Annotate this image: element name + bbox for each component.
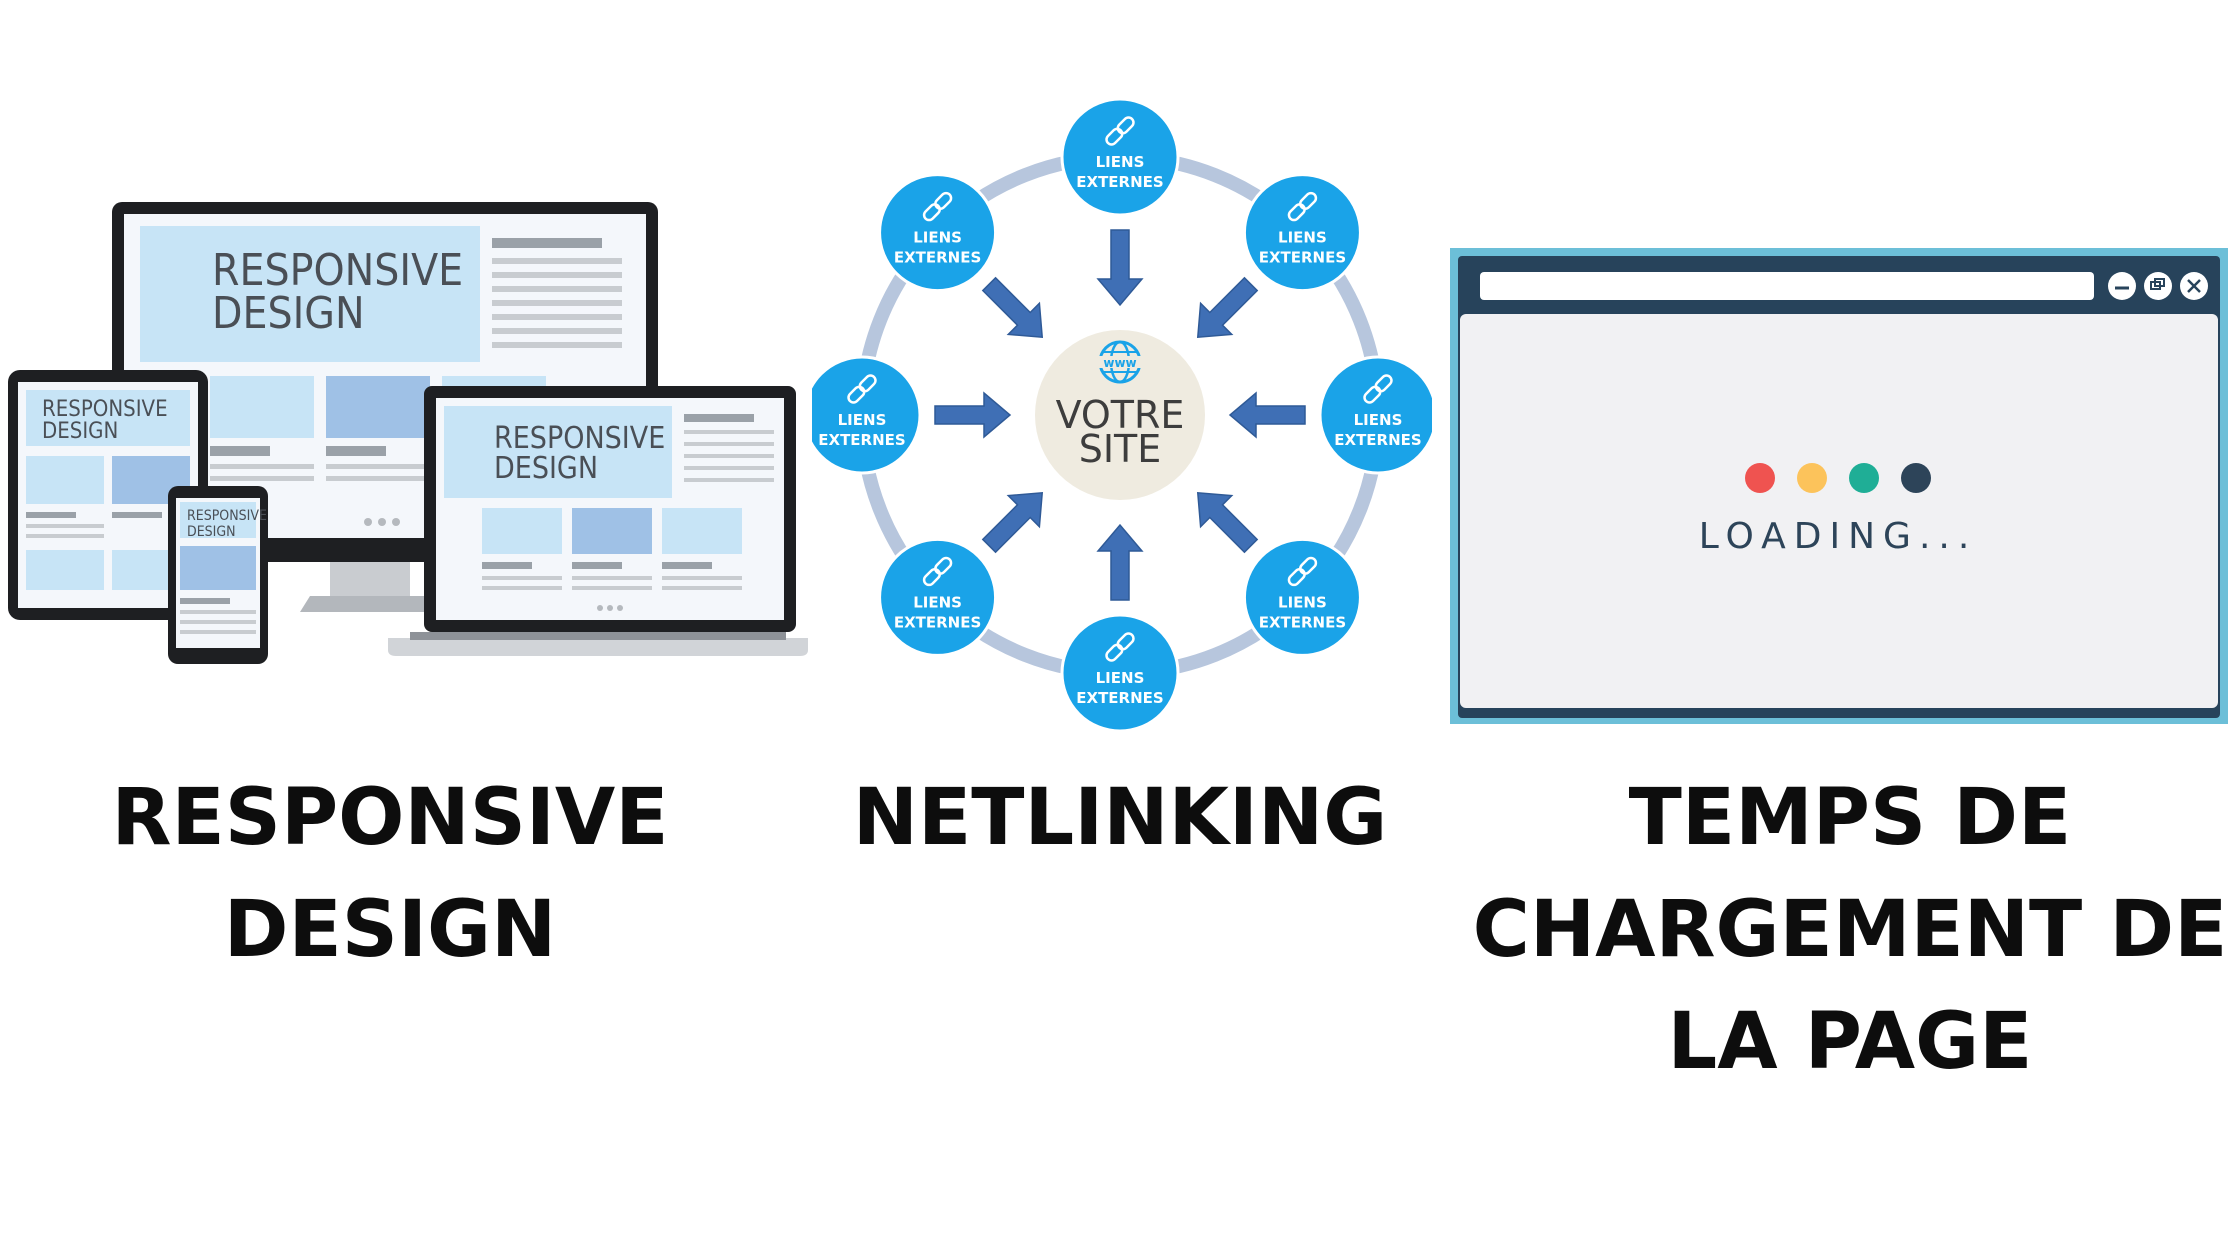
external-link-node: LIENS EXTERNES — [1242, 537, 1362, 657]
chain-link-icon — [1287, 191, 1318, 222]
external-link-node: LIENS EXTERNES — [878, 537, 998, 657]
caption-line: NETLINKING — [852, 773, 1388, 863]
caption-line: TEMPS DE — [1628, 773, 2072, 863]
browser-loading-window: LOADING... — [1450, 248, 2228, 724]
address-bar — [1480, 272, 2094, 300]
node-label-line1: LIENS — [1096, 153, 1145, 171]
loading-dot — [1797, 463, 1827, 493]
chain-link-icon — [1363, 374, 1393, 404]
node-label-line1: LIENS — [913, 229, 962, 247]
external-link-node: LIENS EXTERNES — [1318, 355, 1438, 475]
svg-text:DESIGN: DESIGN — [42, 419, 118, 444]
smartphone-device: RESPONSIVE DESIGN — [168, 486, 268, 664]
node-label-line2: EXTERNES — [1076, 689, 1163, 707]
arrow-to-site — [934, 391, 1012, 439]
responsive-design-illustration: RESPONSIVE DESIGN — [0, 180, 820, 680]
chain-link-icon — [1105, 116, 1135, 146]
chain-link-icon — [922, 556, 953, 587]
external-link-node: LIENS EXTERNES — [1242, 173, 1362, 293]
arrow-to-site — [1196, 491, 1259, 554]
external-link-node: LIENS EXTERNES — [1060, 97, 1180, 217]
node-label-line2: EXTERNES — [818, 431, 905, 449]
node-label-line2: EXTERNES — [1334, 431, 1421, 449]
netlinking-caption: NETLINKING — [770, 762, 1470, 874]
svg-text:RESPONSIVE: RESPONSIVE — [187, 508, 267, 524]
node-label-line1: LIENS — [1096, 669, 1145, 687]
node-label-line1: LIENS — [1278, 593, 1327, 611]
caption-line: LA PAGE — [1667, 997, 2033, 1087]
loading-dots — [1745, 463, 1931, 493]
arrow-to-site — [1196, 276, 1259, 339]
votre-site-center: www VOTRE SITE — [1035, 330, 1205, 500]
monitor-heading-line1: RESPONSIVE — [212, 245, 463, 296]
external-link-node: LIENS EXTERNES — [878, 173, 998, 293]
node-label-line2: EXTERNES — [1076, 173, 1163, 191]
node-label-line2: EXTERNES — [1259, 249, 1346, 267]
arrow-to-site — [981, 491, 1044, 554]
page-load-time-caption: TEMPS DE CHARGEMENT DE LA PAGE — [1470, 762, 2230, 1098]
monitor-heading-line2: DESIGN — [212, 288, 365, 339]
node-label-line1: LIENS — [913, 593, 962, 611]
loading-text: LOADING... — [1699, 516, 1978, 557]
caption-line: CHARGEMENT DE — [1472, 885, 2228, 975]
close-icon — [2180, 272, 2208, 300]
tablet-device: RESPONSIVE DESIGN — [8, 370, 208, 620]
svg-text:www: www — [1103, 356, 1136, 370]
arrow-to-site — [981, 276, 1044, 339]
minimize-icon — [2108, 272, 2136, 300]
globe-www-icon: www — [1098, 340, 1142, 384]
external-link-node: LIENS EXTERNES — [802, 355, 922, 475]
loading-dot — [1901, 463, 1931, 493]
loading-dot — [1745, 463, 1775, 493]
svg-text:RESPONSIVE: RESPONSIVE — [494, 421, 665, 456]
node-label-line2: EXTERNES — [894, 613, 981, 631]
restore-icon — [2144, 272, 2172, 300]
node-label-line1: LIENS — [838, 411, 887, 429]
caption-line: RESPONSIVE — [111, 773, 669, 863]
chain-link-icon — [1105, 632, 1135, 662]
node-label-line2: EXTERNES — [1259, 613, 1346, 631]
svg-text:DESIGN: DESIGN — [494, 451, 598, 486]
svg-text:RESPONSIVE: RESPONSIVE — [42, 397, 168, 422]
chain-link-icon — [922, 191, 953, 222]
external-link-node: LIENS EXTERNES — [1060, 613, 1180, 733]
center-label-line2: SITE — [1079, 427, 1162, 471]
node-label-line2: EXTERNES — [894, 249, 981, 267]
arrow-to-site — [1228, 391, 1306, 439]
svg-text:DESIGN: DESIGN — [187, 524, 236, 540]
chain-link-icon — [847, 374, 877, 404]
caption-line: DESIGN — [223, 885, 557, 975]
laptop-device: RESPONSIVE DESIGN — [388, 386, 808, 656]
chain-link-icon — [1287, 556, 1318, 587]
arrow-to-site — [1096, 229, 1144, 307]
node-label-line1: LIENS — [1354, 411, 1403, 429]
responsive-design-caption: RESPONSIVE DESIGN — [60, 762, 720, 986]
arrow-to-site — [1096, 523, 1144, 601]
node-label-line1: LIENS — [1278, 229, 1327, 247]
center-label-line1: VOTRE — [1056, 393, 1185, 437]
loading-dot — [1849, 463, 1879, 493]
